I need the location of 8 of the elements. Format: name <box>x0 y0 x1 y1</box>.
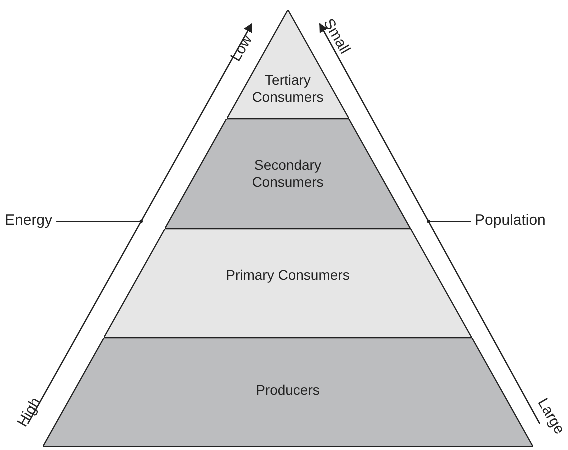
leader-line <box>427 220 472 224</box>
tier-label: Producers <box>255 382 321 399</box>
tier-label: Tertiary Consumers <box>251 72 325 106</box>
tier-label: Secondary Consumers <box>251 157 325 191</box>
axis-title: Energy <box>5 212 53 229</box>
leader-line <box>56 220 143 224</box>
axis-title: Population <box>475 212 546 229</box>
tier-label: Primary Consumers <box>225 267 351 284</box>
